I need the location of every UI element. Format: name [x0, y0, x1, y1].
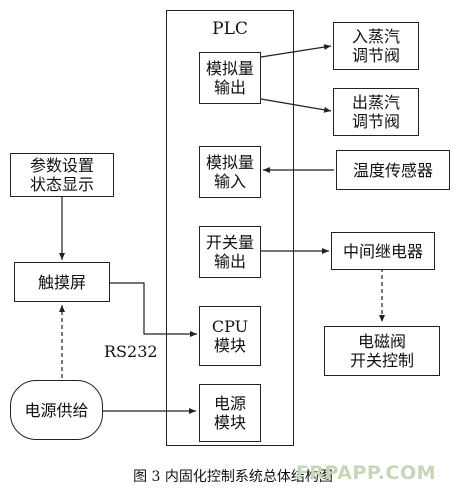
touchscreen-box: 触摸屏: [14, 262, 110, 302]
plc-frame: PLC: [166, 10, 294, 446]
rs232-label: RS232: [104, 342, 158, 361]
power-module: 电源 模块: [199, 384, 261, 442]
plc-title: PLC: [212, 19, 248, 39]
cpu-module: CPU 模块: [199, 306, 261, 366]
steam-outlet-valve-box: 出蒸汽 调节阀: [333, 88, 419, 136]
analog-output-module: 模拟量 输出: [199, 52, 261, 104]
analog-input-module: 模拟量 输入: [199, 146, 261, 198]
power-supply-box: 电源供给: [10, 380, 103, 440]
relay-box: 中间继电器: [331, 232, 435, 270]
steam-inlet-valve-box: 入蒸汽 调节阀: [333, 22, 419, 70]
wire-touchscreen-to-cpu: [110, 282, 197, 337]
switch-output-module: 开关量 输出: [199, 226, 261, 278]
params-display-box: 参数设置 状态显示: [10, 153, 114, 197]
temperature-sensor-box: 温度传感器: [336, 150, 450, 190]
figure-caption: 图 3 内固化控制系统总体结构图: [133, 469, 333, 485]
wire-analog-out-to-steam-out: [260, 98, 332, 113]
watermark-logo: FRPAPP.COM: [295, 462, 436, 484]
solenoid-valve-box: 电磁阀 开关控制: [324, 326, 440, 376]
wire-analog-out-to-steam-in: [260, 44, 332, 58]
